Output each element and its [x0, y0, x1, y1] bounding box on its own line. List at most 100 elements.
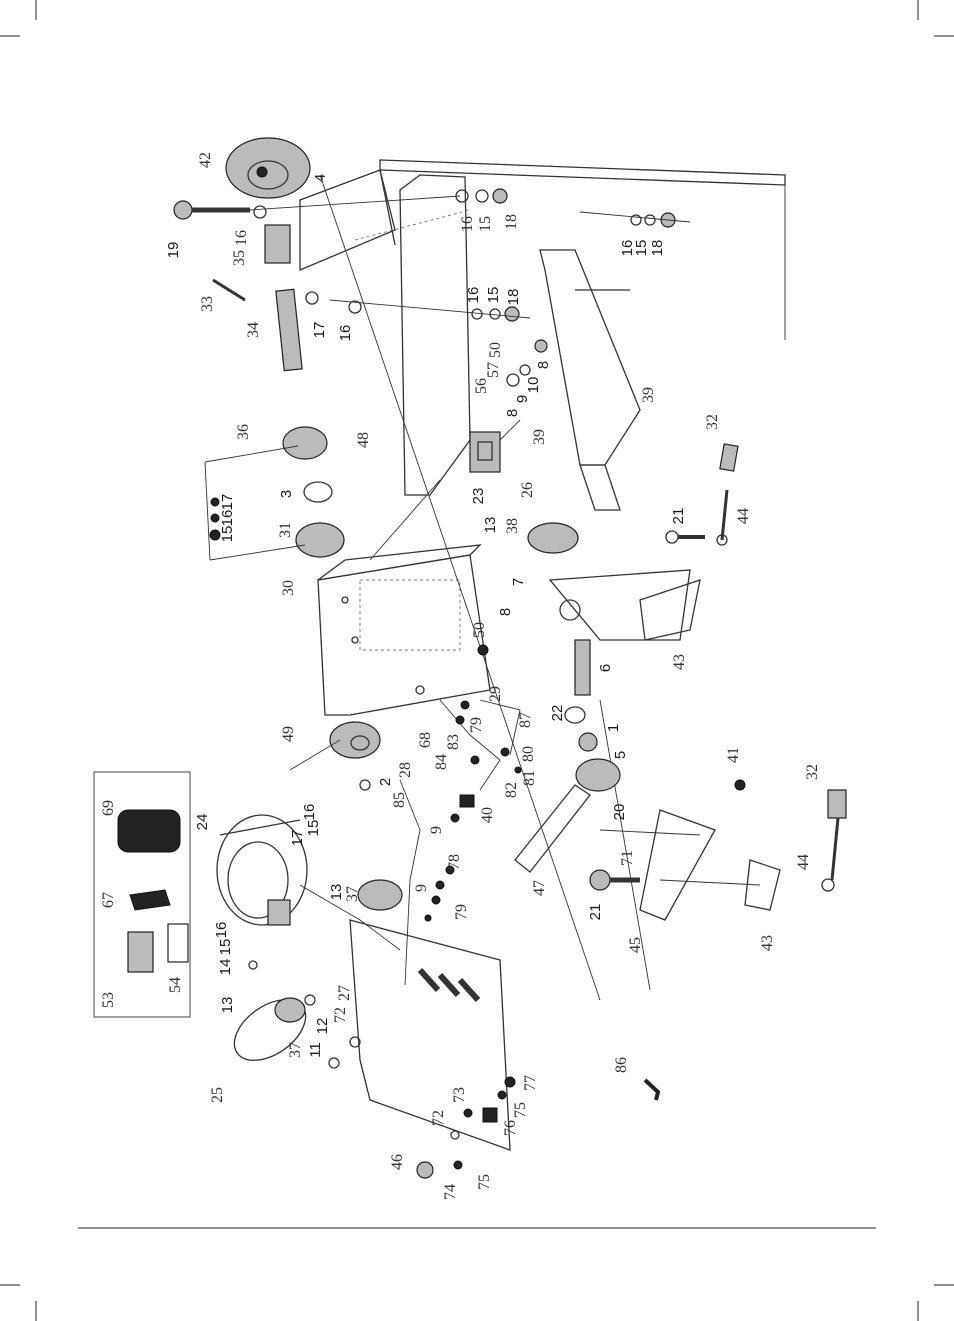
- part-label-76: 76: [502, 1120, 519, 1136]
- part-label-15e: 15: [305, 820, 322, 837]
- part-label-38: 38: [504, 518, 521, 534]
- part-label-5: 5: [612, 751, 629, 759]
- part-label-7: 7: [510, 578, 527, 586]
- belt-guard: [349, 919, 511, 1151]
- part-label-13c: 13: [219, 997, 236, 1014]
- bed-rail-39: [539, 249, 641, 511]
- part-label-32b: 32: [804, 764, 821, 780]
- part-label-15c: 15: [485, 287, 502, 304]
- part-label-30: 30: [280, 580, 297, 596]
- part-label-43a: 43: [671, 654, 688, 670]
- part-label-82: 82: [503, 782, 520, 798]
- part-label-8a: 8: [535, 361, 552, 369]
- tool-rest-assembly: [527, 522, 701, 792]
- part-label-16f: 16: [219, 510, 236, 527]
- part-label-29: 29: [487, 686, 504, 702]
- part-label-44b: 44: [795, 854, 812, 870]
- part-label-37a: 37: [344, 886, 361, 902]
- part-label-42: 42: [197, 152, 214, 168]
- part-label-69: 69: [100, 800, 117, 816]
- inset-box: [93, 771, 191, 1018]
- part-label-75b: 75: [476, 1174, 493, 1190]
- pulley-49: [289, 721, 381, 791]
- bracket-4: [264, 169, 396, 271]
- discs-36-3-31: [204, 426, 345, 561]
- part-label-49: 49: [280, 726, 297, 742]
- part-label-81: 81: [521, 770, 538, 786]
- part-label-19: 19: [165, 242, 182, 259]
- belt-25: [233, 879, 403, 1061]
- pulley-42: [225, 137, 311, 199]
- part-label-14: 14: [217, 959, 234, 976]
- part-label-9a: 9: [514, 395, 531, 403]
- headstock-housing-30: [317, 544, 491, 716]
- part-label-16c: 16: [619, 240, 636, 257]
- part-label-15b: 15: [633, 240, 650, 257]
- part-label-39a: 39: [640, 387, 657, 403]
- part-label-20: 20: [611, 804, 628, 821]
- part-label-21b: 21: [587, 904, 604, 921]
- part-label-8c: 8: [497, 608, 514, 616]
- locking-handles: [665, 443, 847, 892]
- part-label-74: 74: [442, 1184, 459, 1200]
- part-label-13a: 13: [482, 517, 499, 534]
- part-label-43b: 43: [759, 935, 776, 951]
- frame-lines: [319, 174, 786, 1001]
- part-label-16h: 16: [213, 922, 230, 939]
- part-label-80: 80: [520, 746, 537, 762]
- part-label-34: 34: [245, 322, 262, 338]
- part-label-46: 46: [389, 1154, 406, 1170]
- part-label-1: 1: [605, 724, 622, 732]
- washer-stack-right: [249, 188, 691, 322]
- part-label-32a: 32: [704, 414, 721, 430]
- part-label-15d: 15: [219, 526, 236, 543]
- part-label-48: 48: [355, 432, 372, 448]
- part-label-77: 77: [522, 1075, 539, 1091]
- part-label-79b: 79: [453, 904, 470, 920]
- part-label-73: 73: [451, 1087, 468, 1103]
- part-label-50b: 50: [471, 622, 488, 638]
- part-label-28: 28: [397, 762, 414, 778]
- part-label-25: 25: [209, 1087, 226, 1103]
- part-label-84: 84: [433, 754, 450, 770]
- part-label-33: 33: [199, 296, 216, 312]
- part-label-37b: 37: [287, 1042, 304, 1058]
- part-label-16b: 16: [459, 216, 476, 232]
- motor-24: [216, 814, 401, 951]
- part-label-18a: 18: [503, 214, 520, 230]
- part-label-85: 85: [391, 792, 408, 808]
- part-label-17b: 17: [219, 494, 236, 511]
- part-label-87: 87: [517, 712, 534, 728]
- part-label-67: 67: [100, 892, 117, 908]
- part-label-16g: 16: [301, 804, 318, 821]
- part-label-71: 71: [619, 850, 636, 866]
- part-label-39b: 39: [531, 429, 548, 445]
- wiring-cluster: [399, 644, 522, 986]
- part-label-18c: 18: [505, 289, 522, 306]
- part-label-72a: 72: [332, 1007, 349, 1023]
- bed-rail-48: [354, 159, 786, 496]
- part-label-54: 54: [167, 977, 184, 993]
- part-label-45: 45: [627, 937, 644, 953]
- part-label-72b: 72: [430, 1110, 447, 1126]
- part-label-22: 22: [549, 705, 566, 722]
- part-label-8b: 8: [504, 409, 521, 417]
- part-label-68: 68: [417, 732, 434, 748]
- part-label-2: 2: [377, 778, 394, 786]
- part-label-3: 3: [278, 490, 295, 498]
- spindle-34: [212, 278, 362, 372]
- part-label-16d: 16: [337, 325, 354, 342]
- part-label-21a: 21: [670, 508, 687, 525]
- part-label-15a: 15: [477, 216, 494, 232]
- part-label-53: 53: [100, 992, 117, 1008]
- part-label-16a: 16: [233, 230, 250, 246]
- part-label-17c: 17: [289, 830, 306, 847]
- part-label-75a: 75: [512, 1102, 529, 1118]
- part-label-13b: 13: [328, 884, 345, 901]
- part-label-24: 24: [194, 814, 211, 831]
- switch-23-assembly: [469, 339, 548, 473]
- part-label-36: 36: [235, 424, 252, 440]
